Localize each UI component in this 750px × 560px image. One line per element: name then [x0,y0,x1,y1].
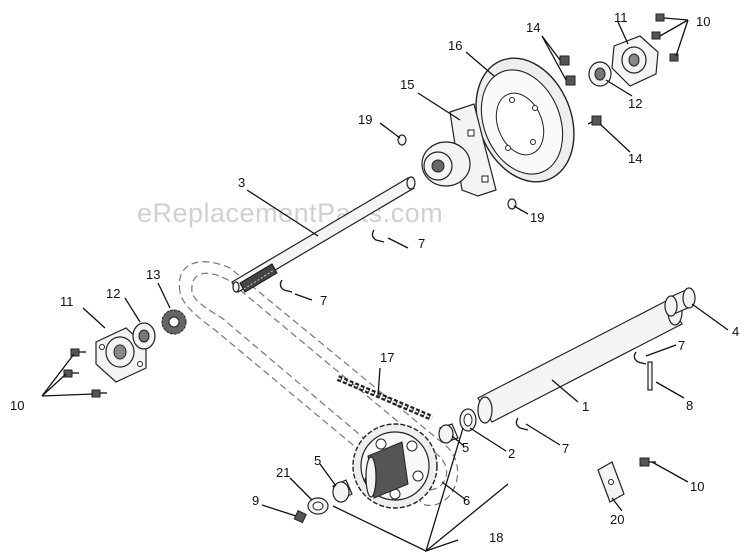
callout-5-axle: 5 [462,440,469,455]
sprocket-part-13 [161,309,187,335]
plate-part-20 [597,461,625,503]
pulley-part-16 [475,57,575,183]
callout-9: 9 [252,493,259,508]
watermark-text: eReplacementParts.com [137,198,443,228]
callout-5-sprocket: 5 [314,453,321,468]
callout-17: 17 [380,350,394,365]
callout-12-left: 12 [106,286,120,301]
axle-tube-part-1 [477,298,683,424]
callout-12-right: 12 [628,96,642,111]
shaft-part-3 [231,176,416,293]
callout-2: 2 [508,446,515,461]
callout-1: 1 [582,399,589,414]
callout-14-bottom: 14 [628,151,642,166]
bolt-part-10-lower [639,457,656,467]
spacer-part-5-sprocket [332,479,353,503]
sprocket-part-6 [352,423,438,509]
bearing-part-12-right [588,61,612,87]
callout-10-right: 10 [696,14,710,29]
pin-part-8 [647,361,653,391]
bolts-part-10-left [63,348,107,398]
callout-21: 21 [276,465,290,480]
bolts-part-14 [559,55,602,126]
callout-10-left: 10 [10,398,24,413]
callout-13: 13 [146,267,160,282]
callout-11-left: 11 [60,294,74,309]
callout-3: 3 [238,175,245,190]
callout-7-shaft: 7 [320,293,327,308]
nut-part-9 [293,510,307,524]
cotter-pins-part-7 [279,229,647,431]
callout-10-lower: 10 [690,479,704,494]
hub-bracket-part-15 [421,103,497,197]
callout-20: 20 [610,512,624,527]
callout-7-lower: 7 [562,441,569,456]
callout-19-bottom: 19 [530,210,544,225]
callout-19-top: 19 [358,112,372,127]
callout-7-top: 7 [418,236,425,251]
callout-11-right: 11 [614,10,628,25]
callout-7-right: 7 [678,338,685,353]
callout-14-top: 14 [526,20,540,35]
bolts-part-10-right [651,13,679,62]
callout-4: 4 [732,324,739,339]
washer-part-19-top [397,134,407,146]
spacer-part-5-axle [438,423,459,444]
callout-6: 6 [463,493,470,508]
callout-18: 18 [489,530,503,545]
washer-part-19-bottom [507,198,517,210]
callout-15: 15 [400,77,414,92]
bearing-part-12-left [132,322,156,350]
drive-chain [336,375,434,421]
leader-lines [41,17,729,553]
bushing-part-4 [664,287,696,317]
flange-bearing-part-11-right [611,35,659,87]
chain-loop [178,261,459,506]
callout-16: 16 [448,38,462,53]
callout-labels: 3 7 7 13 12 11 10 19 15 16 19 14 14 12 1… [10,10,739,545]
callout-8: 8 [686,398,693,413]
